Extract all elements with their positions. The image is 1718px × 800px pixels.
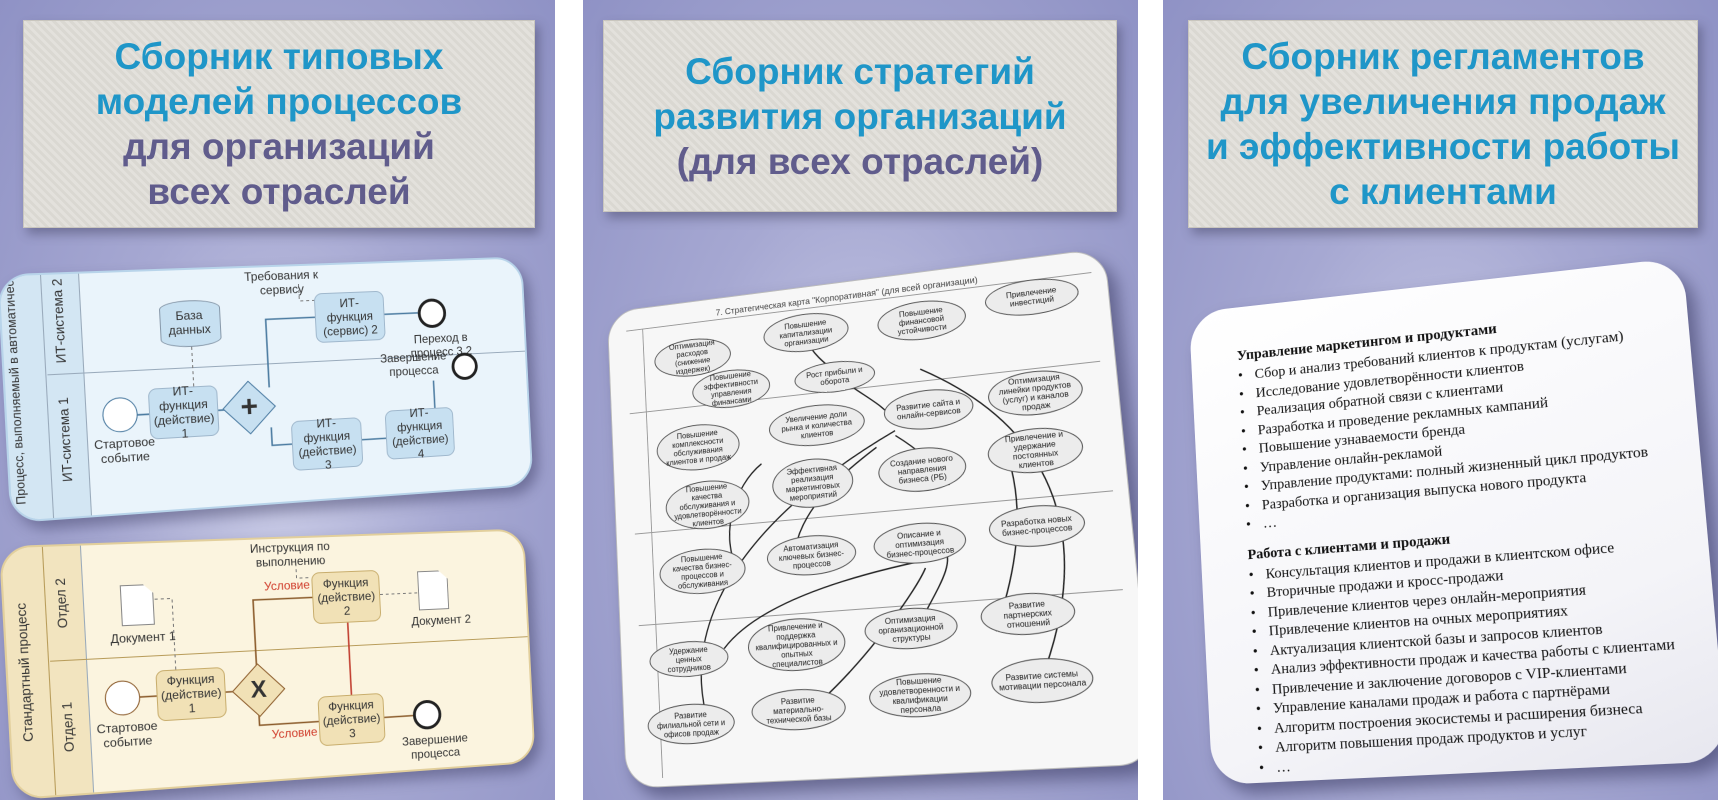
document-2-icon bbox=[417, 570, 449, 610]
sales-list: Консультация клиентов и продажи в клиент… bbox=[1248, 533, 1712, 779]
title-line: Сборник типовых bbox=[114, 36, 444, 77]
end-event-label: Завершение процесса bbox=[401, 730, 469, 762]
function-1-task: Функция (действие) 1 bbox=[155, 666, 228, 722]
strategies-title: Сборник стратегий развития организаций (… bbox=[603, 20, 1117, 212]
title-line: Сборник стратегий bbox=[685, 50, 1035, 92]
title-line: Сборник регламентов bbox=[1241, 36, 1645, 77]
title-line: для увеличения продаж bbox=[1220, 81, 1666, 122]
it-action-4-task: ИТ-функция (действие) 4 bbox=[384, 405, 456, 461]
it-service-2-task: ИТ-функция (сервис) 2 bbox=[313, 290, 386, 344]
regulations-list: Управление маркетингом и продуктами Сбор… bbox=[1236, 300, 1713, 785]
gateway-plus-icon: + bbox=[239, 390, 259, 425]
panel-strategies: Сборник стратегий развития организаций (… bbox=[583, 0, 1138, 800]
title-line: всех отраслей bbox=[147, 171, 411, 212]
title-line: (для всех отраслей) bbox=[676, 140, 1044, 182]
gateway-x-icon: X bbox=[250, 675, 268, 704]
panel-process-models: Сборник типовых моделей процессов для ор… bbox=[0, 0, 555, 800]
it-action-3-task: ИТ-функция (действие) 3 bbox=[290, 416, 364, 472]
process-models-title: Сборник типовых моделей процессов для ор… bbox=[23, 20, 535, 228]
end-event-label: Завершение процесса bbox=[379, 348, 447, 379]
title-line: для организаций bbox=[123, 126, 435, 167]
title-line: моделей процессов bbox=[95, 81, 463, 122]
title-line: развития организаций bbox=[653, 95, 1067, 137]
regulations-list-card: Управление маркетингом и продуктами Сбор… bbox=[1188, 257, 1718, 786]
regulations-title: Сборник регламентов для увеличения прода… bbox=[1188, 20, 1698, 228]
it-action-1-task: ИТ-функция (действие) 1 bbox=[147, 383, 220, 441]
requirements-label: Требования к сервису bbox=[243, 267, 319, 298]
function-3-task: Функция (действие) 3 bbox=[317, 692, 386, 747]
bpmn-standard-diagram: Стандартный процесс Отдел 2 Отдел 1 Доку… bbox=[0, 528, 536, 800]
title-line: и эффективности работы bbox=[1205, 126, 1681, 167]
flow-connectors bbox=[0, 258, 532, 446]
title-line: с клиентами bbox=[1329, 171, 1557, 212]
function-2-task: Функция (действие) 2 bbox=[311, 569, 382, 625]
panel-regulations: Сборник регламентов для увеличения прода… bbox=[1163, 0, 1718, 800]
instruction-label: Инструкция по выполнению bbox=[249, 539, 331, 570]
document-1-icon bbox=[120, 584, 155, 626]
strategy-map-diagram: 7. Стратегическая карта "Корпоративная" … bbox=[606, 247, 1138, 789]
bpmn-automatic-diagram: Процесс, выполняемый в автоматическом ре… bbox=[0, 256, 534, 524]
start-event-label: Стартовое событие bbox=[96, 718, 158, 751]
database-label: База данных bbox=[168, 307, 212, 338]
